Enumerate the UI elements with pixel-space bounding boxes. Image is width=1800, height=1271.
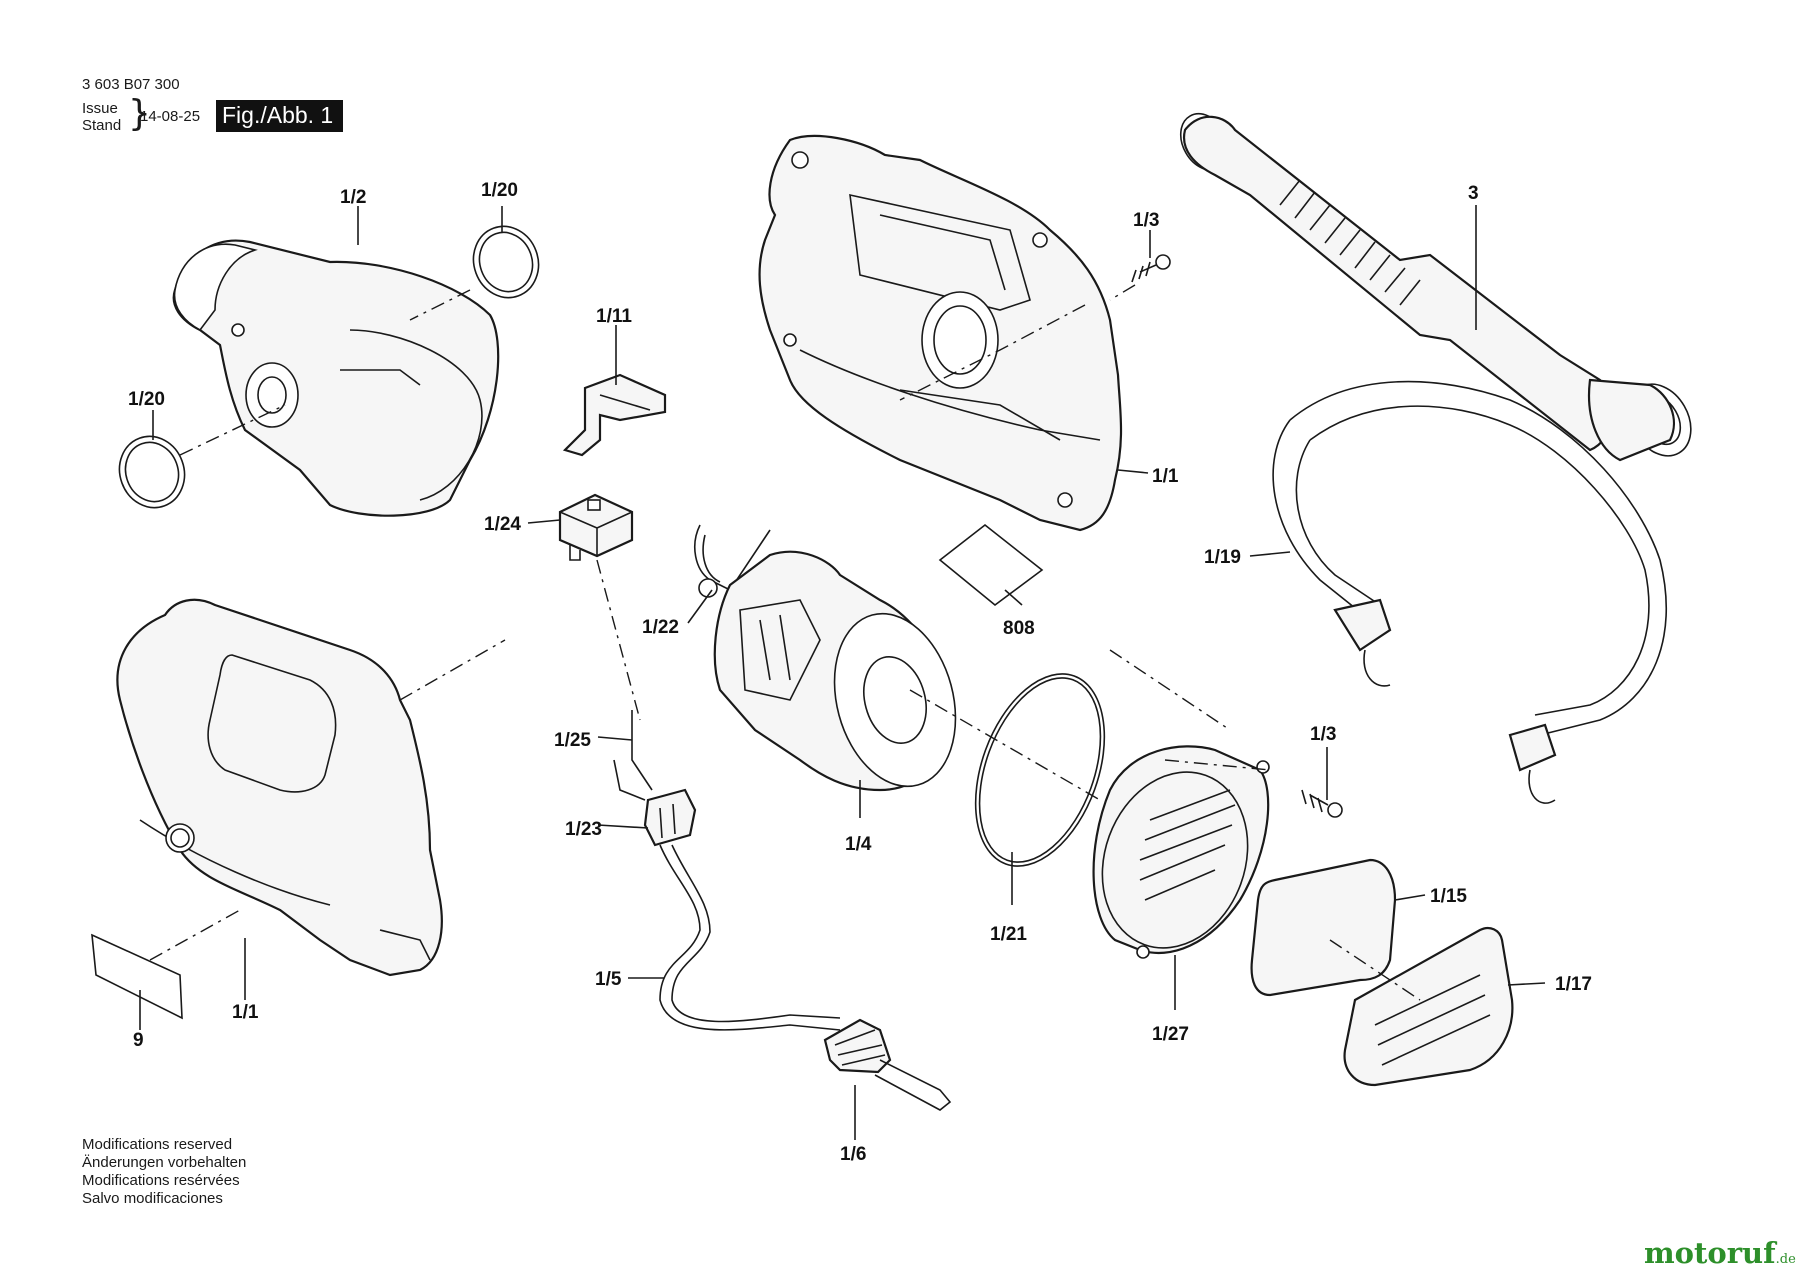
label-1-23: 1/23 xyxy=(565,819,602,840)
brace-glyph: } xyxy=(128,93,151,134)
part-1-3-screw-top xyxy=(1131,254,1171,283)
label-1-3b: 1/3 xyxy=(1310,724,1336,745)
issue-stand-label: Issue Stand xyxy=(82,100,121,134)
part-1-23-cable-clamp xyxy=(643,788,697,847)
label-1-15: 1/15 xyxy=(1430,886,1467,907)
leader-lines xyxy=(139,205,1546,1140)
label-1-22: 1/22 xyxy=(642,617,679,638)
part-1-6-cable-grommet xyxy=(823,1018,952,1111)
part-808-label xyxy=(938,523,1044,607)
part-1-21-large-oring xyxy=(974,673,1106,867)
part-1-3-screw-bottom xyxy=(1301,789,1343,818)
brand-watermark[interactable]: motoruf.de xyxy=(1644,1236,1796,1270)
label-1-27: 1/27 xyxy=(1152,1024,1189,1045)
part-1-15-filter-pad xyxy=(1250,858,1397,997)
figure-label: Fig./Abb. 1 xyxy=(216,100,344,132)
part-1-20-oring-left xyxy=(118,435,186,509)
issue-label: Issue xyxy=(82,100,118,117)
label-1-1a: 1/1 xyxy=(1152,466,1179,487)
part-1-17-grille xyxy=(1343,926,1514,1087)
part-9-label xyxy=(91,933,183,1020)
part-1-27-fan-cover xyxy=(1092,745,1270,959)
label-1-2: 1/2 xyxy=(340,187,366,208)
label-1-20b: 1/20 xyxy=(128,389,165,410)
part-1-22-wire-clip xyxy=(694,524,771,598)
label-1-5: 1/5 xyxy=(595,969,622,990)
part-1-1-handle-housing xyxy=(116,598,443,977)
label-1-21: 1/21 xyxy=(990,924,1027,945)
label-1-11: 1/11 xyxy=(596,306,632,327)
label-1-1b: 1/1 xyxy=(232,1002,259,1023)
brand-tld: .de xyxy=(1775,1252,1796,1267)
modifications-line-en: Modifications reserved xyxy=(82,1136,233,1153)
stand-label: Stand xyxy=(82,117,122,134)
part-1-1-housing-top xyxy=(758,134,1123,532)
label-3: 3 xyxy=(1468,183,1479,204)
modifications-notice: Modifications reserved Änderungen vorbeh… xyxy=(82,1136,246,1208)
label-1-4: 1/4 xyxy=(845,834,872,855)
part-1-4-motor xyxy=(713,550,957,792)
part-3-blower-tube xyxy=(1179,112,1692,462)
part-1-25-terminal xyxy=(613,710,653,801)
label-1-3a: 1/3 xyxy=(1133,210,1159,231)
label-1-6: 1/6 xyxy=(840,1144,866,1165)
part-1-5-power-cable xyxy=(659,844,841,1031)
label-1-20a: 1/20 xyxy=(481,180,518,201)
label-1-17: 1/17 xyxy=(1555,974,1592,995)
label-1-25: 1/25 xyxy=(554,730,591,751)
part-labels: 1/2 1/20 1/20 1/11 1/24 1/1 1/1 9 1/3 1/… xyxy=(128,180,1592,1165)
modifications-line-es: Salvo modificaciones xyxy=(82,1190,223,1207)
part-1-20-oring-top xyxy=(472,225,540,299)
label-1-19: 1/19 xyxy=(1204,547,1241,568)
part-1-2-housing-front xyxy=(172,239,500,517)
modifications-line-fr: Modifications resérvées xyxy=(82,1172,240,1189)
part-1-24-switch xyxy=(558,493,634,561)
label-808: 808 xyxy=(1003,618,1035,639)
label-1-24: 1/24 xyxy=(484,514,521,535)
label-9: 9 xyxy=(133,1030,144,1051)
modifications-line-de: Änderungen vorbehalten xyxy=(82,1154,247,1171)
issue-date: 14-08-25 xyxy=(140,108,201,125)
part-1-11-switch-clip xyxy=(562,373,667,457)
brand-name: motoruf xyxy=(1644,1236,1776,1270)
part-1-19-shoulder-strap xyxy=(1272,380,1668,804)
document-number: 3 603 B07 300 xyxy=(82,76,180,93)
